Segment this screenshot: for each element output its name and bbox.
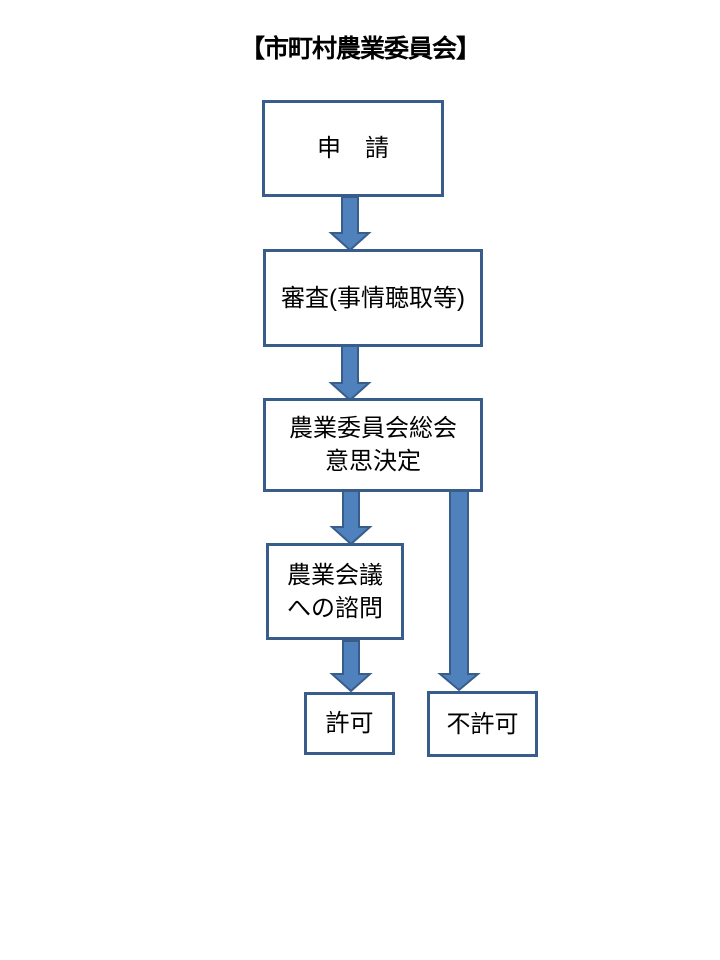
page-title: 【市町村農業委員会】 xyxy=(239,35,481,63)
flow-node-label: 不許可 xyxy=(446,710,519,738)
flow-node-application: 申 請 xyxy=(262,100,444,197)
flow-node-label: 申 請 xyxy=(317,135,389,162)
flow-node-label: 審査(事情聴取等) xyxy=(281,284,465,312)
flow-node-label: への諮問 xyxy=(287,594,383,622)
flow-node-examination: 審査(事情聴取等) xyxy=(263,249,483,347)
flow-node-consultation: 農業会議 への諮問 xyxy=(266,543,404,640)
down-arrow-general-meeting-to-consultation xyxy=(329,490,373,546)
down-arrow-general-meeting-to-no-permit xyxy=(437,490,481,692)
flow-node-label: 農業委員会総会 xyxy=(289,415,457,442)
flow-node-label: 意思決定 xyxy=(325,448,421,475)
flow-node-label: 許可 xyxy=(325,710,374,737)
down-arrow-examination-to-general-meeting xyxy=(328,345,372,402)
down-arrow-consultation-to-permit xyxy=(329,640,373,693)
flow-node-no-permit: 不許可 xyxy=(427,691,538,757)
flow-node-label: 農業会議 xyxy=(287,561,383,589)
down-arrow-application-to-examination xyxy=(328,196,372,252)
flow-node-general-meeting: 農業委員会総会 意思決定 xyxy=(263,398,483,492)
flow-node-permit: 許可 xyxy=(304,692,395,755)
